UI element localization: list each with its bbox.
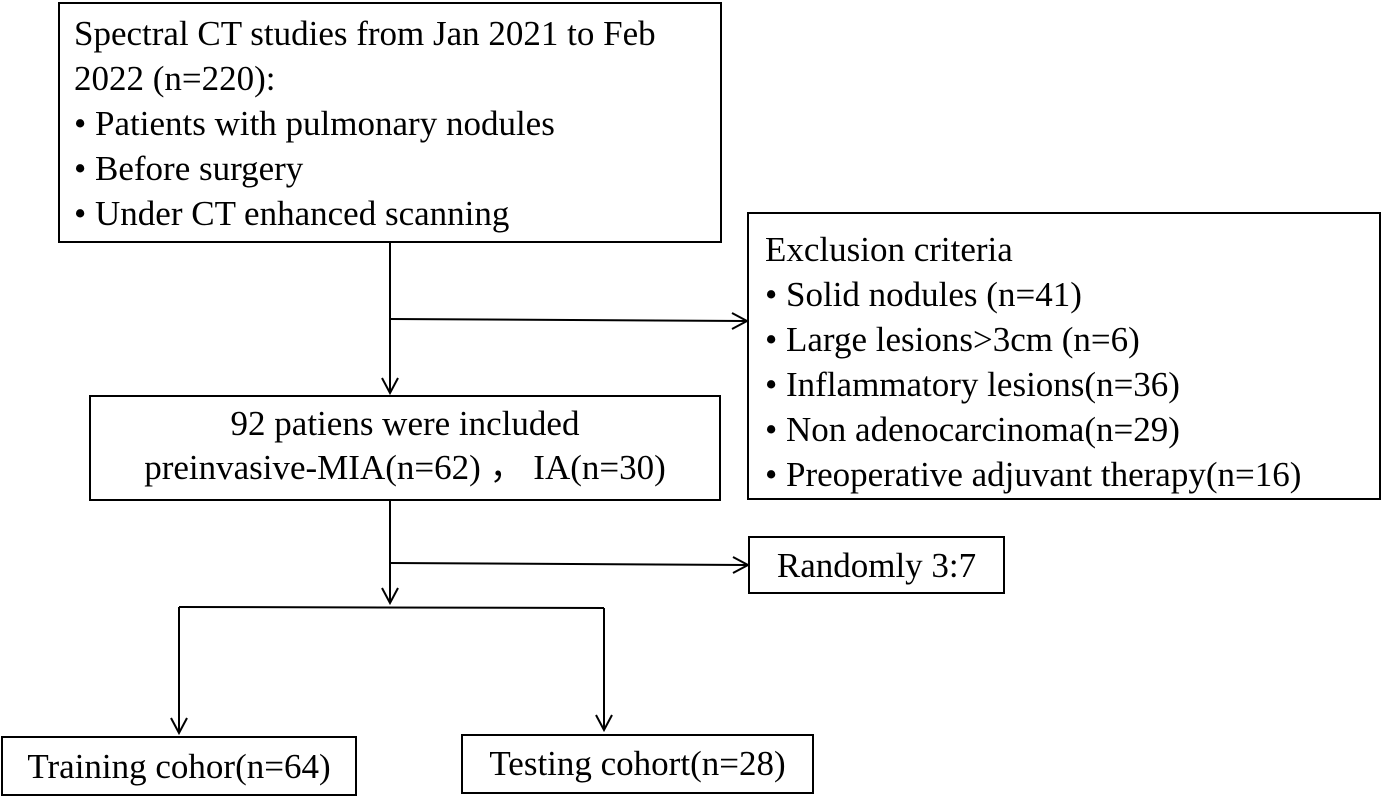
source-line: • Patients with pulmonary nodules xyxy=(74,104,555,143)
source-line: Spectral CT studies from Jan 2021 to Feb xyxy=(74,14,656,53)
source-line: • Under CT enhanced scanning xyxy=(74,194,510,233)
exclusion-title: Exclusion criteria xyxy=(765,230,1013,269)
randomization-label: Randomly 3:7 xyxy=(776,546,977,585)
source-line: • Before surgery xyxy=(74,149,304,188)
included-line: 92 patiens were included xyxy=(230,404,580,443)
arrowhead-testing xyxy=(595,714,613,733)
testing-cohort-box: Testing cohort(n=28) xyxy=(461,734,814,794)
exclusion-item: • Preoperative adjuvant therapy(n=16) xyxy=(765,455,1302,494)
source-line: 2022 (n=220): xyxy=(74,59,276,98)
arrowhead-included xyxy=(381,377,399,396)
arrowhead-split xyxy=(381,587,399,606)
split-bar xyxy=(178,606,605,609)
exclusion-item: • Non adenocarcinoma(n=29) xyxy=(765,410,1180,449)
included-patients-box: 92 patiens were included preinvasive-MIA… xyxy=(89,395,721,501)
exclusion-criteria-box: Exclusion criteria • Solid nodules (n=41… xyxy=(747,212,1381,500)
exclusion-item: • Inflammatory lesions(n=36) xyxy=(765,365,1180,404)
source-studies-box: Spectral CT studies from Jan 2021 to Feb… xyxy=(58,2,722,243)
arrowhead-training xyxy=(170,717,188,736)
arrow-to-exclusion xyxy=(389,318,746,322)
randomization-box: Randomly 3:7 xyxy=(748,536,1005,594)
training-cohort-box: Training cohor(n=64) xyxy=(1,736,357,796)
training-cohort-label: Training cohor(n=64) xyxy=(27,747,331,786)
exclusion-item: • Solid nodules (n=41) xyxy=(765,275,1082,314)
exclusion-item: • Large lesions>3cm (n=6) xyxy=(765,320,1140,359)
included-line: preinvasive-MIA(n=62) ， IA(n=30) xyxy=(144,448,666,487)
arrow-to-randomly xyxy=(389,562,747,566)
testing-cohort-label: Testing cohort(n=28) xyxy=(489,744,786,783)
